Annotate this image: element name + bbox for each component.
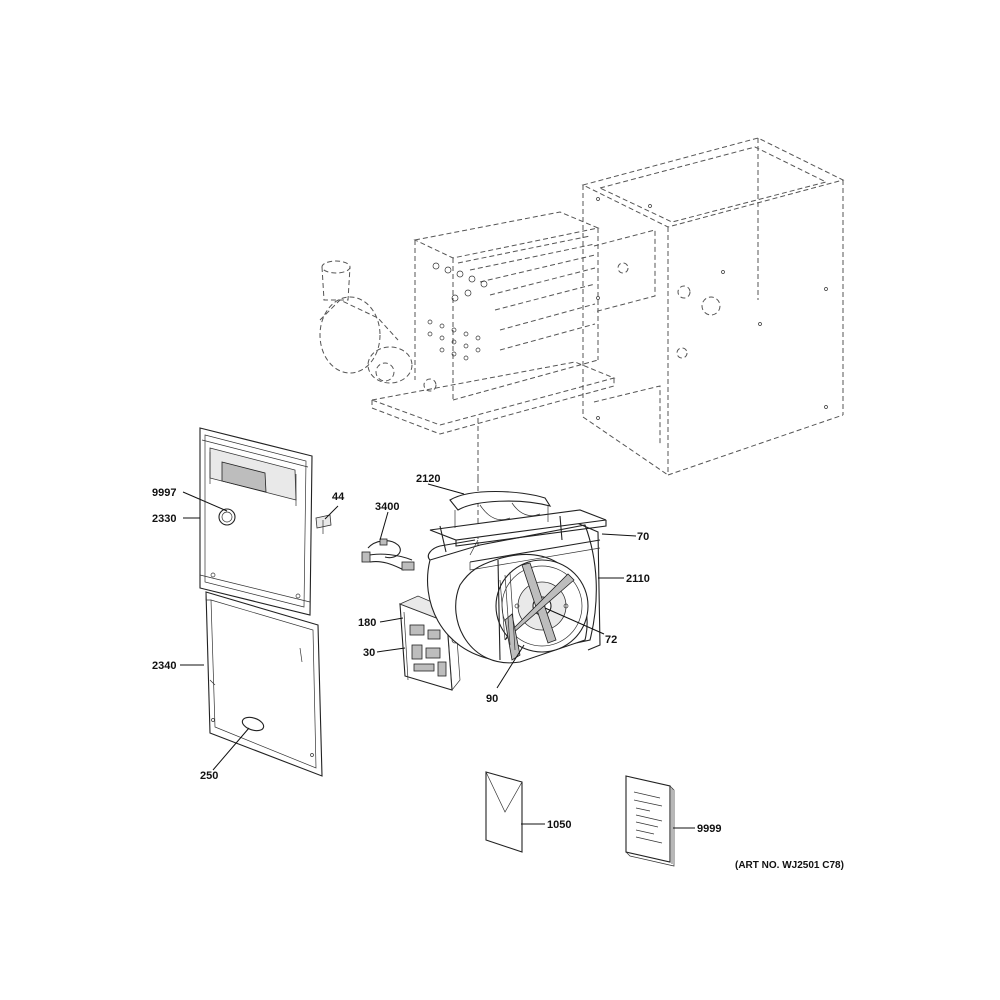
callout-2330: 2330 bbox=[152, 513, 176, 525]
callout-250: 250 bbox=[200, 770, 218, 782]
callout-180: 180 bbox=[358, 617, 376, 629]
callout-2120: 2120 bbox=[416, 473, 440, 485]
callout-9999: 9999 bbox=[697, 823, 721, 835]
heat-exchanger-phantom bbox=[319, 211, 616, 478]
control-board bbox=[398, 595, 461, 691]
manual-9999 bbox=[625, 775, 675, 867]
callout-2110: 2110 bbox=[626, 573, 650, 585]
callout-30: 30 bbox=[363, 647, 375, 659]
callout-1050: 1050 bbox=[547, 819, 571, 831]
blower-assembly bbox=[426, 490, 607, 664]
cabinet-phantom bbox=[581, 137, 845, 476]
art-number: (ART NO. WJ2501 C78) bbox=[735, 860, 844, 871]
callout-3400: 3400 bbox=[375, 501, 399, 513]
lower-door-panel bbox=[205, 591, 323, 777]
callout-70: 70 bbox=[637, 531, 649, 543]
envelope-1050 bbox=[485, 771, 523, 853]
callout-44: 44 bbox=[332, 491, 345, 503]
callout-2340: 2340 bbox=[152, 660, 176, 672]
door-clip bbox=[315, 514, 332, 534]
callout-72: 72 bbox=[605, 634, 617, 646]
wire-harness bbox=[361, 538, 415, 571]
upper-door-panel bbox=[199, 427, 313, 616]
callout-labels: 2120 9997 44 3400 2330 70 2110 180 72 30… bbox=[152, 473, 844, 871]
callout-9997: 9997 bbox=[152, 487, 176, 499]
callout-90: 90 bbox=[486, 693, 498, 705]
leader-lines bbox=[180, 483, 695, 829]
